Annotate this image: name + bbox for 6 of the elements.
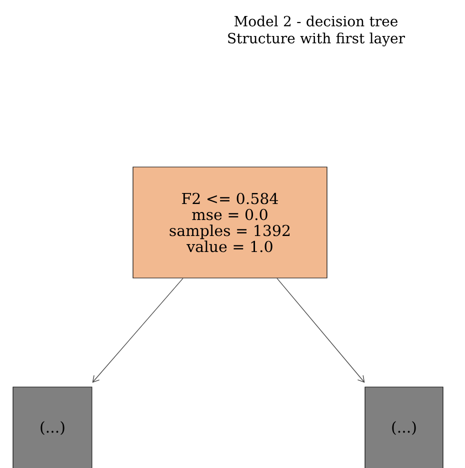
leaf-node-box: (...) <box>364 386 444 468</box>
leaf-node-box: (...) <box>12 386 92 468</box>
split-node-box: F2 <= 0.584 mse = 0.0 samples = 1392 value = 1.0 <box>132 166 328 278</box>
arrow <box>276 278 365 383</box>
arrow <box>92 278 184 383</box>
title: Model 2 - decision tree Structure with first layer <box>228 16 406 46</box>
